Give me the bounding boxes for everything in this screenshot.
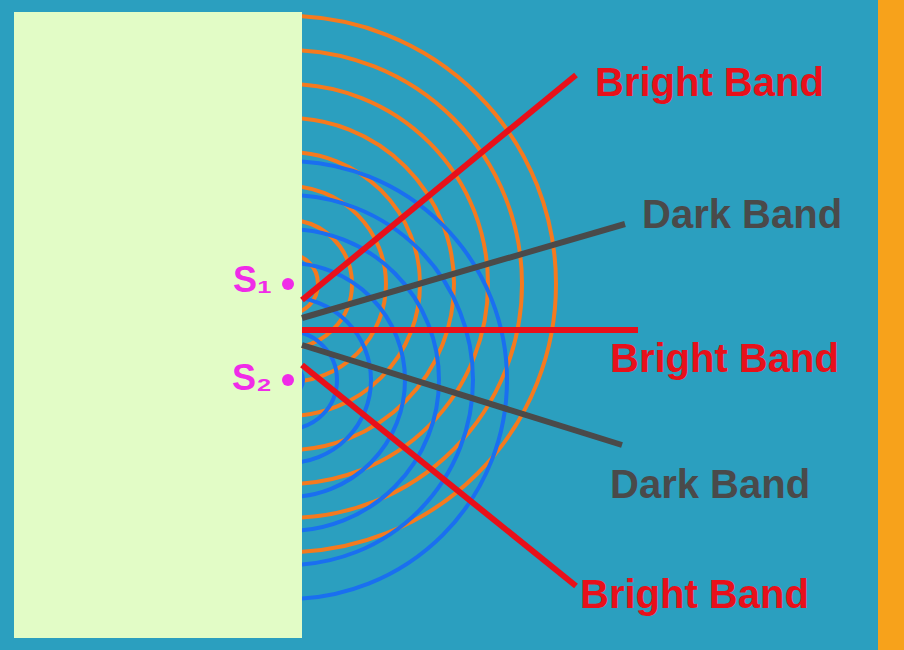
- bright-band-label: Bright Band: [580, 574, 809, 614]
- bright-line: [302, 365, 576, 586]
- dark-band-label: Dark Band: [610, 464, 810, 504]
- source-label: S₁: [233, 262, 272, 298]
- source-label: S₂: [232, 360, 272, 396]
- barrier-panel: [14, 12, 302, 638]
- dark-line: [302, 345, 622, 445]
- dark-line: [302, 224, 625, 318]
- wave-front: [302, 195, 473, 565]
- source-dot: [282, 374, 294, 386]
- screen-bar: [878, 0, 904, 650]
- source-dot: [282, 278, 294, 290]
- dark-band-label: Dark Band: [642, 194, 842, 234]
- bright-band-label: Bright Band: [610, 338, 839, 378]
- bright-band-label: Bright Band: [595, 62, 824, 102]
- bright-line: [302, 75, 576, 300]
- bright-line: [302, 327, 638, 333]
- wave-front: [302, 297, 371, 463]
